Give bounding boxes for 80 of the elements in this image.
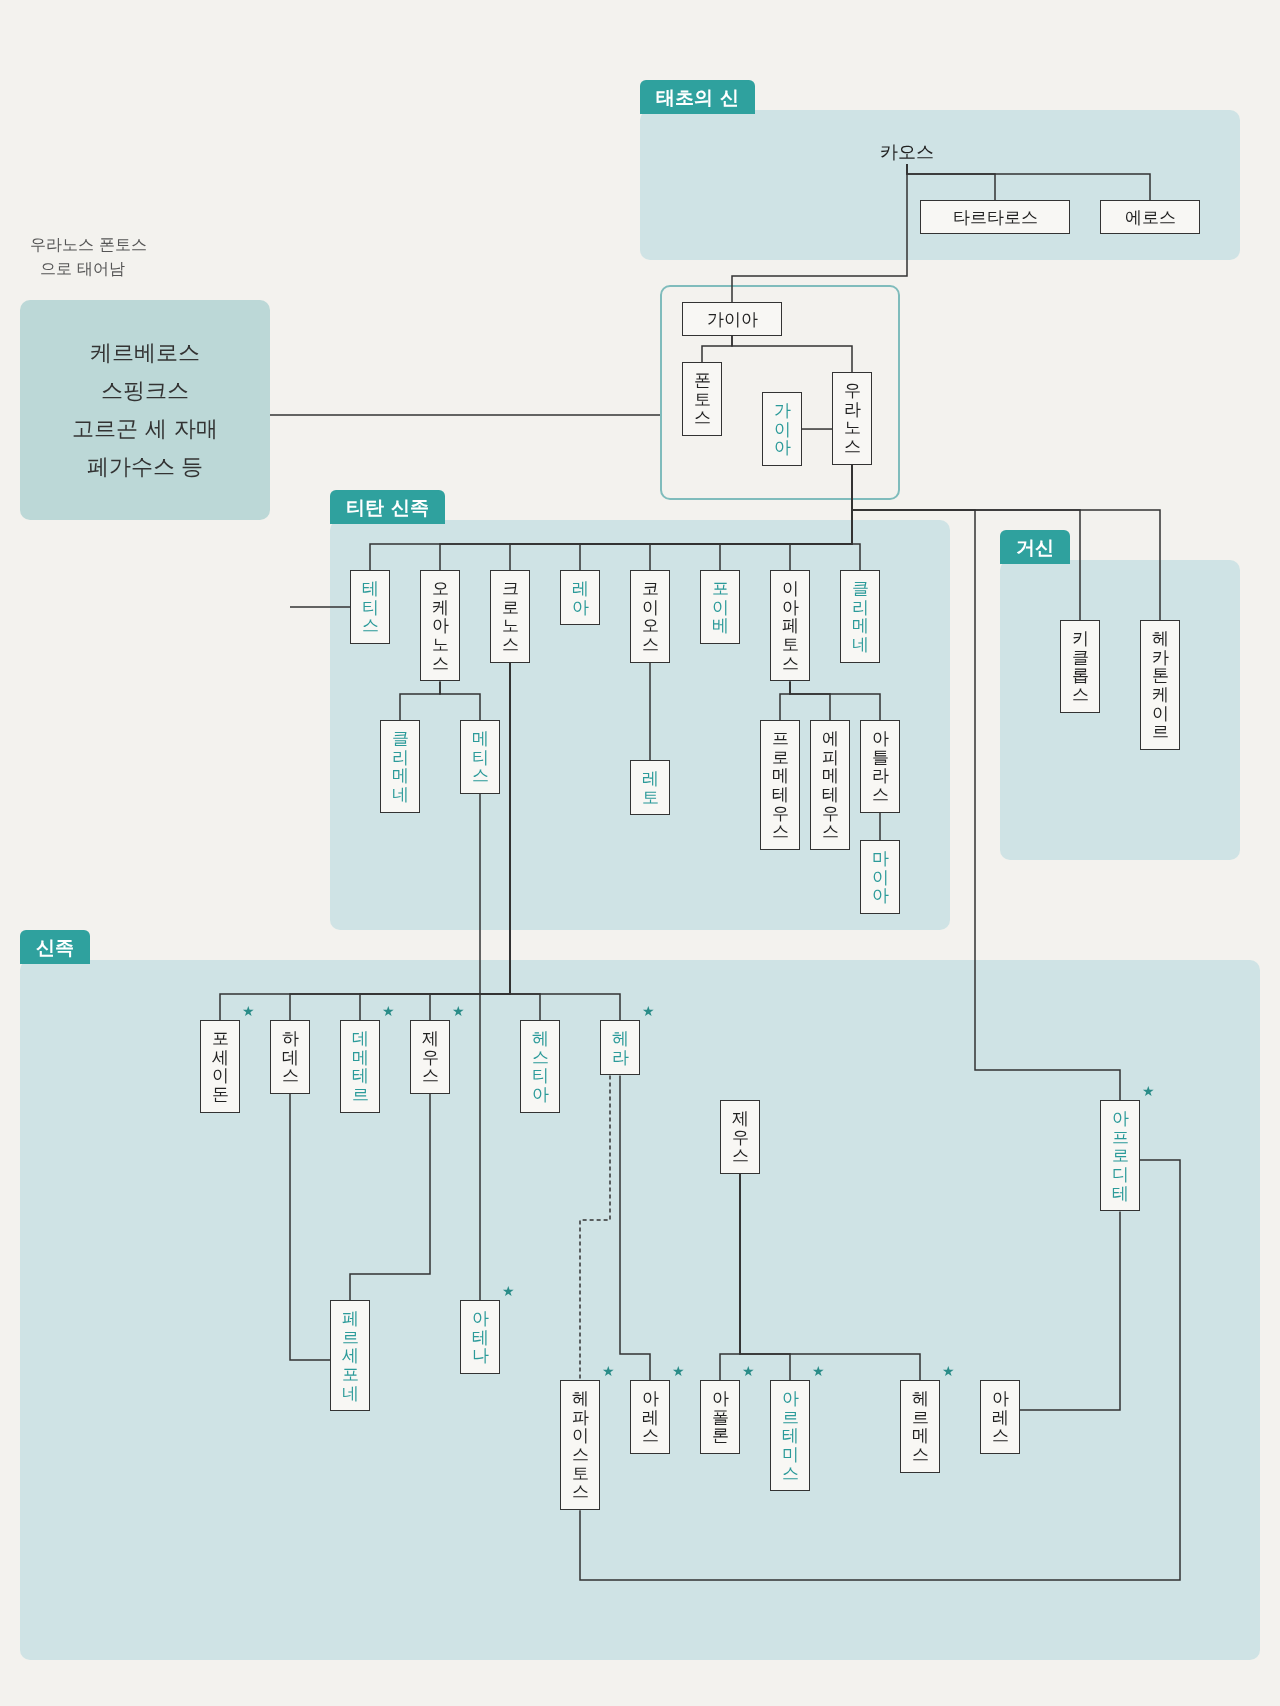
name-text: 케르베로스 <box>90 339 200 367</box>
name-text: 스핑크스 <box>101 377 189 405</box>
name-box: 헤스티아 <box>520 1020 560 1113</box>
name-box: 마이아 <box>860 840 900 915</box>
info-panel <box>20 300 270 520</box>
name-box: 아폴론 <box>700 1380 740 1455</box>
name-box: 헤파이스토스 <box>560 1380 600 1511</box>
family-line <box>801 428 833 430</box>
name-box: 메티스 <box>460 720 500 795</box>
family-line <box>739 1173 921 1381</box>
name-box: 클리메네 <box>840 570 880 663</box>
name-box: 아레스 <box>630 1380 670 1455</box>
star-mark: ★ <box>502 1283 515 1299</box>
name-box: 키클롭스 <box>1060 620 1100 713</box>
name-box: 에피메테우스 <box>810 720 850 851</box>
family-line <box>479 793 481 1301</box>
name-text: 페가수스 등 <box>86 453 204 481</box>
name-box: 가이아 <box>762 392 802 467</box>
family-line <box>649 662 651 761</box>
name-box: 크로노스 <box>490 570 530 663</box>
group-outline <box>660 285 900 500</box>
family-line <box>619 1074 651 1381</box>
star-mark: ★ <box>942 1363 955 1379</box>
star-mark: ★ <box>742 1363 755 1379</box>
name-box: 아레스 <box>980 1380 1020 1455</box>
name-box: 헤르메스 <box>900 1380 940 1473</box>
section-tab: 태초의 신 <box>640 80 755 114</box>
star-mark: ★ <box>242 1003 255 1019</box>
family-line <box>879 812 881 841</box>
name-box: 제우스 <box>410 1020 450 1095</box>
name-box: 아틀라스 <box>860 720 900 813</box>
name-box: 프로메테우스 <box>760 720 800 851</box>
name-box: 페르세포네 <box>330 1300 370 1412</box>
family-line <box>731 335 853 373</box>
name-box: 레아 <box>560 570 600 626</box>
name-box: 우라노스 <box>832 372 872 465</box>
note-text: 으로 태어남 <box>40 259 126 280</box>
section-tab: 티탄 신족 <box>330 490 445 524</box>
family-line <box>269 414 661 416</box>
star-mark: ★ <box>602 1363 615 1379</box>
name-box: 헤라 <box>600 1020 640 1076</box>
name-box: 제우스 <box>720 1100 760 1175</box>
section-tab: 신족 <box>20 930 90 964</box>
name-box: 헤카톤케이르 <box>1140 620 1180 751</box>
name-box: 아르테미스 <box>770 1380 810 1492</box>
name-box: 아프로디테 <box>1100 1100 1140 1212</box>
name-box: 코이오스 <box>630 570 670 663</box>
family-line <box>289 1093 331 1361</box>
note-text: 우라노스 폰토스 <box>30 235 148 256</box>
name-box: 가이아 <box>682 302 782 336</box>
family-line <box>579 1159 1181 1581</box>
section-tab: 거신 <box>1000 530 1070 564</box>
name-box: 포세이돈 <box>200 1020 240 1113</box>
name-box: 클리메네 <box>380 720 420 813</box>
family-line <box>439 680 481 721</box>
name-box: 테티스 <box>350 570 390 645</box>
name-box: 타르타로스 <box>920 200 1070 234</box>
star-mark: ★ <box>1142 1083 1155 1099</box>
star-mark: ★ <box>382 1003 395 1019</box>
family-line <box>789 680 881 721</box>
name-box: 아테나 <box>460 1300 500 1375</box>
name-box: 오케아노스 <box>420 570 460 682</box>
star-mark: ★ <box>672 1363 685 1379</box>
name-box: 하데스 <box>270 1020 310 1095</box>
star-mark: ★ <box>642 1003 655 1019</box>
name-text: 고르곤 세 자매 <box>72 415 218 443</box>
family-line <box>349 1093 431 1301</box>
name-box: 폰토스 <box>682 362 722 437</box>
name-box: 에로스 <box>1100 200 1200 234</box>
star-mark: ★ <box>812 1363 825 1379</box>
name-box: 포이베 <box>700 570 740 645</box>
name-box: 데메테르 <box>340 1020 380 1113</box>
name-box: 레토 <box>630 760 670 816</box>
family-line <box>906 163 1151 201</box>
dashed-family-line <box>579 1074 611 1381</box>
name-text: 카오스 <box>880 140 934 164</box>
family-line <box>289 606 351 608</box>
star-mark: ★ <box>452 1003 465 1019</box>
name-box: 이아페토스 <box>770 570 810 682</box>
family-line <box>1019 1210 1121 1411</box>
